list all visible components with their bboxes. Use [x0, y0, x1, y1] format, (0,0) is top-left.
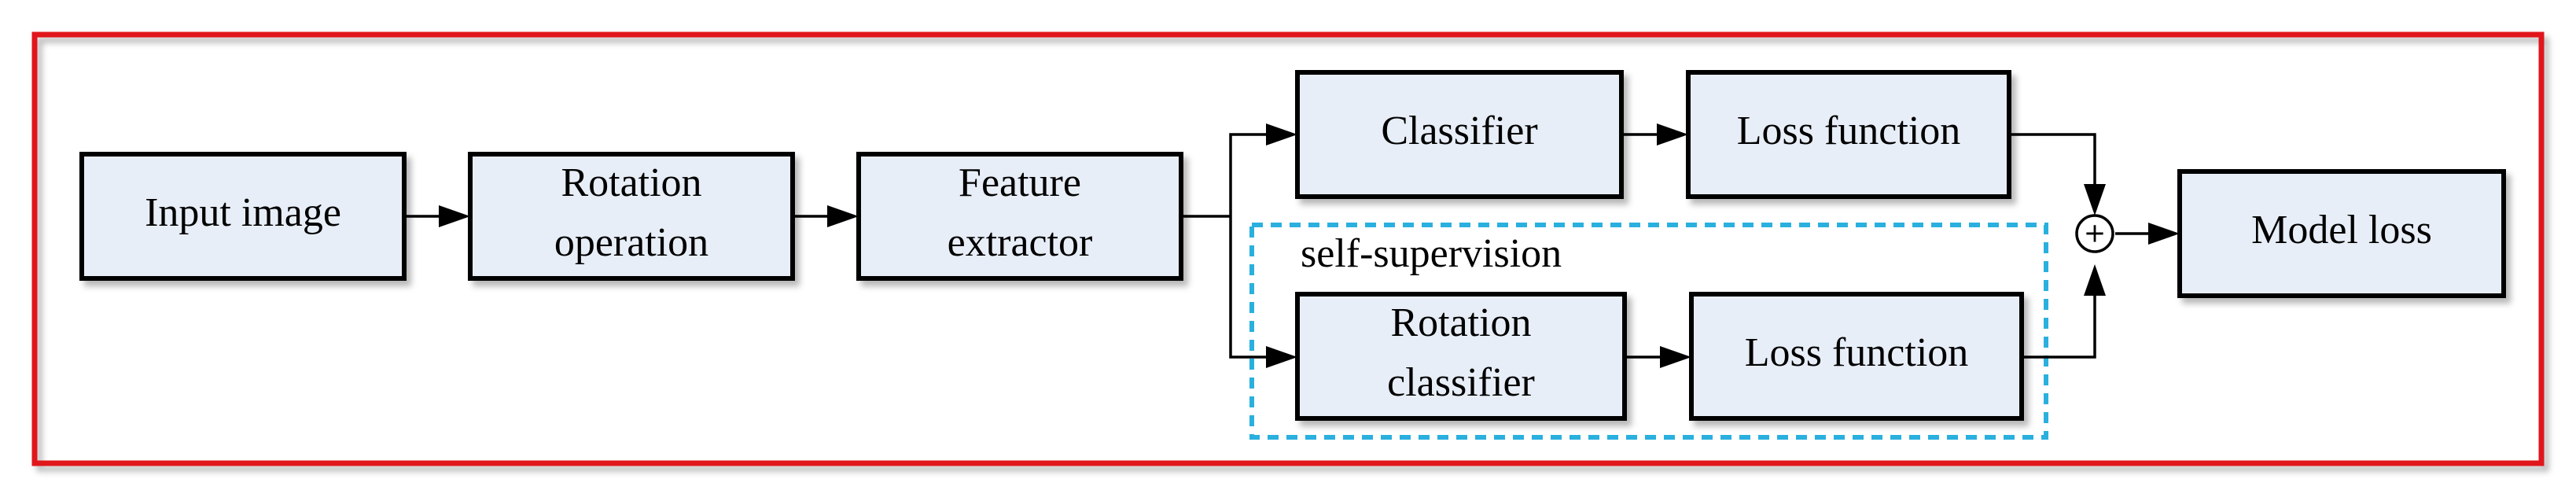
classifier-rect: [1295, 70, 1624, 199]
loss-function-bottom-box: Loss function: [1689, 292, 2024, 421]
rotation-classifier-label-line-2: classifier: [1387, 360, 1535, 405]
feature-extractor-label-line-1: Feature: [959, 160, 1081, 205]
plus-icon: +: [2084, 218, 2107, 249]
feature-extractor-rect: [856, 152, 1183, 281]
classifier-label-line-1: Classifier: [1381, 109, 1537, 153]
arrowhead-rotation-operation: [439, 205, 470, 227]
loss-function-top-rect: [1686, 70, 2011, 199]
model-loss-rect: [2177, 169, 2506, 298]
outer-frame: [31, 31, 2545, 466]
rotation-operation-rect: [468, 152, 795, 281]
loss-function-top-label-line-1: Loss function: [1737, 109, 1961, 153]
arrowhead-rotation-classifier: [1266, 346, 1297, 368]
connector-loss-top-to-sum: [2010, 133, 2096, 187]
arrowhead-loss-bottom: [1660, 346, 1691, 368]
loss-function-bottom-rect: [1689, 292, 2024, 421]
feature-extractor-label-line-2: extractor: [948, 220, 1093, 265]
self-supervision-group: [1249, 223, 2048, 440]
connectors: [406, 123, 2180, 368]
arrowhead-model-loss: [2148, 223, 2180, 245]
input-image-rect: [79, 152, 407, 281]
arrowhead-loss-top: [1657, 123, 1688, 146]
rotation-operation-box: Rotation operation: [468, 152, 795, 281]
classifier-box: Classifier: [1295, 70, 1624, 199]
rotation-classifier-box: Rotation classifier: [1295, 292, 1627, 421]
connector-split-to-rotation-classifier: [1229, 216, 1269, 359]
model-loss-box: Model loss: [2177, 169, 2506, 298]
loss-function-bottom-label-line-1: Loss function: [1745, 330, 1969, 375]
connector-loss-bottom-to-sum: [2024, 293, 2096, 359]
input-image-label-line-1: Input image: [145, 190, 341, 235]
rotation-operation-label-line-1: Rotation: [561, 160, 701, 205]
sum-node: +: [2075, 214, 2114, 253]
rotation-operation-label-line-2: operation: [554, 220, 708, 265]
loss-function-top-box: Loss function: [1686, 70, 2011, 199]
rotation-classifier-rect: [1295, 292, 1627, 421]
arrowhead-sum-top: [2084, 184, 2106, 216]
model-loss-label-line-1: Model loss: [2251, 208, 2432, 252]
arrowhead-feature-extractor: [827, 205, 859, 227]
arrowhead-classifier: [1266, 123, 1297, 146]
rotation-classifier-label-line-1: Rotation: [1390, 300, 1531, 345]
self-supervision-label: self-supervision: [1301, 231, 1562, 276]
feature-extractor-box: Feature extractor: [856, 152, 1183, 281]
connector-split-to-classifier: [1229, 133, 1269, 216]
input-image-box: Input image: [79, 152, 407, 281]
sum-circle: [2075, 214, 2114, 253]
arrowhead-sum-bottom: [2084, 264, 2106, 296]
